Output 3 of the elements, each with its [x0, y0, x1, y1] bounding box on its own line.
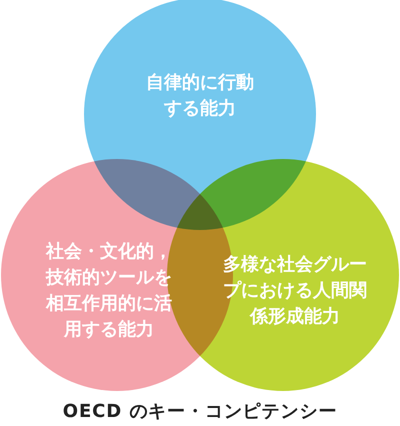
- circle-label: 自律的に行動する能力: [146, 70, 254, 121]
- caption: OECD のキー・コンピテンシー: [62, 400, 338, 424]
- circle-label: 多様な社会グループにおける人間関係形成能力: [223, 252, 367, 330]
